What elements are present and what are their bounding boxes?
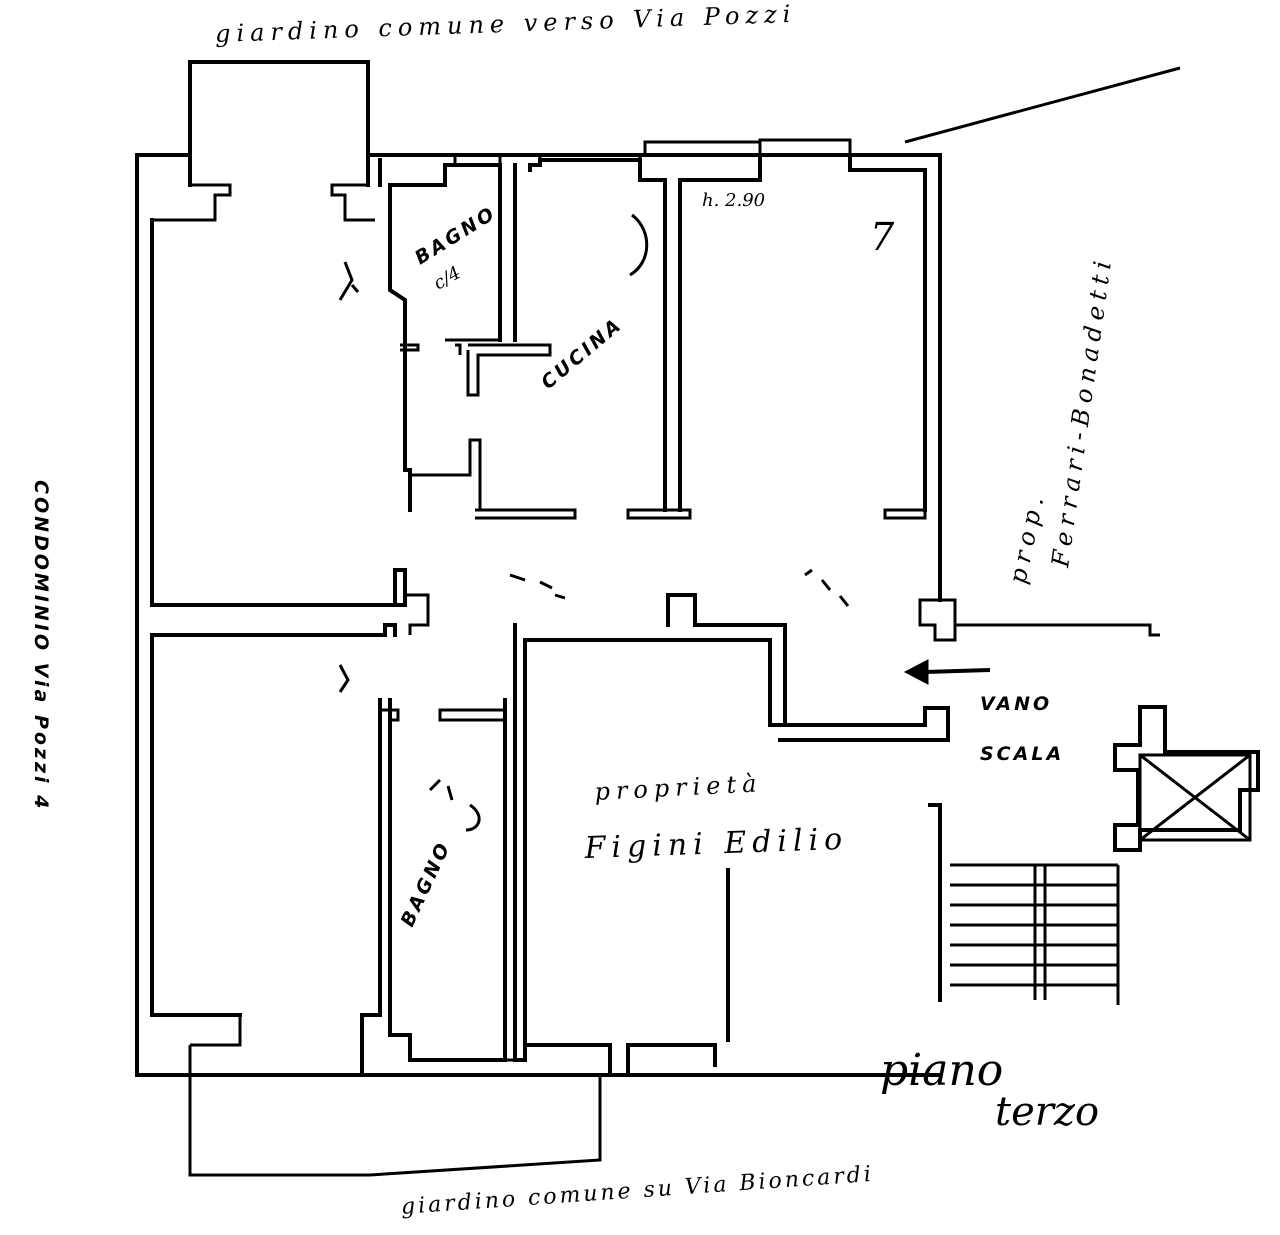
outer-walls	[135, 60, 1181, 1077]
interior-walls-bottom	[150, 568, 950, 1077]
right-owner-name: Ferrari-Bonadetti	[1046, 254, 1118, 570]
top-garden-label: giardino comune verso Via Pozzi	[215, 0, 797, 48]
stairwell	[928, 705, 1260, 1005]
entrance-arrow-icon	[903, 659, 991, 685]
bottom-garden-bracket	[188, 1075, 602, 1177]
bathroom-bottom-label: BAGNO	[397, 838, 456, 931]
floor-line1: piano	[880, 1045, 1003, 1096]
bathroom-top-label: BAGNO	[411, 202, 501, 269]
owner-prefix-label: proprietà	[594, 769, 763, 806]
bottom-garden-label: giardino comune su Via Bioncardi	[400, 1162, 874, 1220]
bathroom-top-code: c/4	[430, 262, 464, 294]
stair-vano-label: VANO	[980, 693, 1052, 715]
stair-scala-label: SCALA	[980, 743, 1064, 765]
floor-line2: terzo	[995, 1089, 1099, 1135]
right-owner-prefix: prop.	[1003, 488, 1050, 586]
room-marks	[338, 213, 850, 832]
left-side-label: CONDOMINIO Via Pozzi 4	[30, 480, 52, 811]
room-number-7: 7	[870, 215, 895, 259]
interior-walls-top	[388, 153, 927, 520]
height-note: h. 2.90	[702, 190, 765, 211]
owner-name-label: Figini Edilio	[583, 822, 849, 866]
